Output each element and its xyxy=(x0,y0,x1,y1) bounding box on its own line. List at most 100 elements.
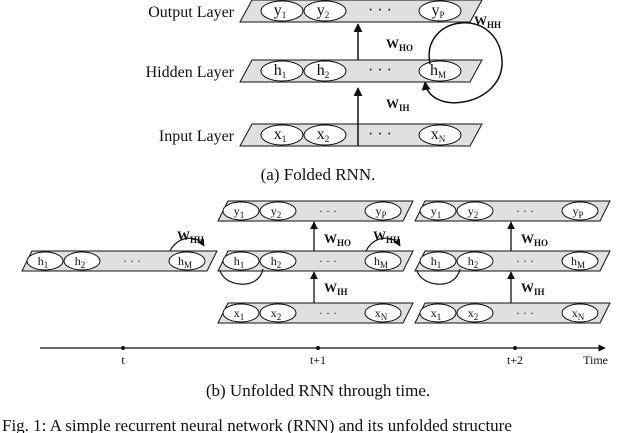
unfolded-col-2-layer-2-unit-label-2: xN xyxy=(572,306,585,322)
unfolded-weight-hh-0-subscript: HH xyxy=(190,235,204,245)
folded-weight-ih-subscript: IH xyxy=(399,103,410,113)
unfolded-col-2-layer-1-unit-label-1-subscript: 2 xyxy=(474,260,479,270)
unfolded-col-1-layer-1-unit-label-1: h2 xyxy=(271,254,282,270)
unfolded-col-2-layer-1-unit-label-2-subscript: M xyxy=(577,260,585,270)
unfolded-weight-hh-1: WHH xyxy=(373,228,400,245)
unfolded-col-0-layer-1: h1 h2 hM · · · xyxy=(21,250,218,272)
unfolded-col-2-layer-2-unit-label-0-base: x xyxy=(431,306,437,320)
folded-layer-1-unit-label-1: h2 xyxy=(317,62,330,80)
folded-layer-2-plane xyxy=(239,123,483,147)
unfolded-col-2-layer-1-unit-label-1-base: h xyxy=(468,254,474,268)
folded-weight-ho-base: W xyxy=(386,36,399,51)
unfolded-col-2-layer-0-unit-label-1-subscript: 2 xyxy=(474,210,479,220)
folded-weight-hh: WHH xyxy=(474,13,501,30)
unfolded-col-2-layer-0-unit-label-1-base: y xyxy=(468,204,474,218)
unfolded-col-0-layer-1-unit-2 xyxy=(168,251,206,271)
folded-layer-2-unit-label-2-base: x xyxy=(431,126,439,143)
unfolded-col-1-layer-0-unit-label-1-subscript: 2 xyxy=(277,210,282,220)
unfolded-col-1-layer-1-unit-label-0-base: h xyxy=(234,254,240,268)
unfolded-col-1-layer-2-unit-label-2-base: x xyxy=(375,306,381,320)
unfolded-col-2-layer-1-unit-label-1: h2 xyxy=(468,254,479,270)
folded-layer-2-unit-label-1-subscript: 2 xyxy=(325,134,330,144)
unfolded-col-2-layer-1-unit-label-0-base: h xyxy=(431,254,437,268)
folded-recurrent-loop xyxy=(421,22,503,104)
unfolded-col-0-layer-1-unit-label-0: h1 xyxy=(38,254,49,270)
time-tick-label-1: t+1 xyxy=(310,353,326,367)
unfolded-weight-hh-1-base: W xyxy=(373,228,386,243)
unfolded-col-2-layer-0-unit-label-0-subscript: 1 xyxy=(437,210,442,220)
unfolded-col-2-layer-0-unit-2 xyxy=(561,201,599,221)
folded-weight-ho: WHO xyxy=(386,36,413,53)
unfolded-col-0-layer-1-unit-label-0-subscript: 1 xyxy=(44,260,49,270)
unfolded-col-2-layer-2-unit-label-1-subscript: 2 xyxy=(474,312,479,322)
folded-layer-1-unit-label-0: h1 xyxy=(274,62,287,80)
folded-layer-1-unit-2 xyxy=(418,60,462,82)
unfolded-col-0-layer-1-ellipsis: · · · xyxy=(123,254,141,268)
folded-layer-1-unit-label-2-subscript: M xyxy=(438,70,446,80)
folded-weight-ih: WIH xyxy=(386,96,410,113)
unfolded-weight-ih-1-subscript: IH xyxy=(337,287,348,297)
folded-layer-2-ellipsis: · · · xyxy=(368,126,392,143)
unfolded-weight-ih-1-base: W xyxy=(324,280,337,295)
folded-layer-2-unit-label-1-base: x xyxy=(317,126,325,143)
unfolded-col-1-layer-2-unit-0 xyxy=(222,303,260,323)
unfolded-col-0-layer-1-unit-label-1: h2 xyxy=(75,254,86,270)
unfolded-col-1-layer-0-unit-label-1-base: y xyxy=(271,204,277,218)
unfolded-col-1-layer-1-unit-label-0-subscript: 1 xyxy=(240,260,245,270)
unfolded-col-1-layer-2-unit-label-1-base: x xyxy=(271,306,277,320)
unfolded-weight-hh-1-subscript: HH xyxy=(386,235,400,245)
unfolded-col-1-layer-1-unit-1 xyxy=(259,251,297,271)
folded-layer-0-unit-label-0-subscript: 1 xyxy=(282,10,287,20)
unfolded-col-2-layer-1-unit-0 xyxy=(419,251,457,271)
unfolded-col-1-layer-1-unit-label-1-base: h xyxy=(271,254,277,268)
unfolded-col-2-layer-1-unit-label-2-base: h xyxy=(571,254,577,268)
unfolded-weight-ih-2: WIH xyxy=(521,280,545,297)
unfolded-weight-ih-2-base: W xyxy=(521,280,534,295)
folded-layer-2-unit-label-2: xN xyxy=(431,126,446,144)
unfolded-col-1-layer-0-ellipsis: · · · xyxy=(319,204,337,218)
unfolded-col-1-layer-0-unit-label-2: yP xyxy=(375,204,386,220)
unfolded-col-2-layer-2-ellipsis: · · · xyxy=(516,306,534,320)
unfolded-col-0-layer-1-unit-0 xyxy=(26,251,64,271)
unfolded-weight-hh-0: WHH xyxy=(177,228,204,245)
folded-layer-1-unit-0 xyxy=(260,60,304,82)
unfolded-col-1-layer-0-unit-label-2-base: y xyxy=(375,204,381,218)
folded-layer-2-unit-label-2-subscript: N xyxy=(439,134,446,144)
folded-layer-1-unit-label-0-base: h xyxy=(274,62,282,79)
unfolded-col-2-layer-1-unit-label-2: hM xyxy=(571,254,585,270)
folded-layer-2-unit-label-0: x1 xyxy=(274,126,287,144)
unfolded-col-1-layer-2-unit-2 xyxy=(364,303,402,323)
unfolded-col-2-layer-0-unit-label-0: y1 xyxy=(431,204,442,220)
unfolded-weight-hh-0-base: W xyxy=(177,228,190,243)
folded-layer-2-unit-0 xyxy=(260,124,304,146)
folded-layer-1-unit-label-0-subscript: 1 xyxy=(282,70,287,80)
folded-layer-0-plane xyxy=(239,0,483,23)
unfolded-weight-ho-2-subscript: HO xyxy=(534,238,548,248)
folded-layer-0-unit-label-2-subscript: P xyxy=(439,10,444,20)
unfolded-col-1-layer-2-unit-label-0-subscript: 1 xyxy=(240,312,245,322)
unfolded-recurrent-out-0 xyxy=(169,237,205,252)
unfolded-col-2-layer-1-unit-1 xyxy=(456,251,494,271)
unfolded-col-0-layer-1-unit-label-2-subscript: M xyxy=(184,260,192,270)
unfolded-weight-ih-2-subscript: IH xyxy=(534,287,545,297)
folded-layer-1-unit-1 xyxy=(303,60,347,82)
unfolded-col-1-layer-0-unit-0 xyxy=(222,201,260,221)
unfolded-col-1-layer-0-unit-label-1: y2 xyxy=(271,204,282,220)
unfolded-weight-ho-1-base: W xyxy=(324,231,337,246)
unfolded-col-1-layer-2-unit-label-1: x2 xyxy=(271,306,282,322)
unfolded-col-1-layer-0-unit-label-0: y1 xyxy=(234,204,245,220)
time-axis-label: Time xyxy=(583,353,608,367)
folded-layer-1-plane xyxy=(239,59,483,83)
folded-layer-0-unit-label-2: yP xyxy=(431,2,444,20)
unfolded-col-2-layer-2-unit-0 xyxy=(419,303,457,323)
unfolded-col-2-layer-1-unit-label-0-subscript: 1 xyxy=(437,260,442,270)
folded-layer-0-unit-label-0: y1 xyxy=(274,2,287,20)
folded-layer-1-unit-label-2: hM xyxy=(430,62,446,80)
unfolded-col-0-layer-1-unit-label-2: hM xyxy=(178,254,192,270)
